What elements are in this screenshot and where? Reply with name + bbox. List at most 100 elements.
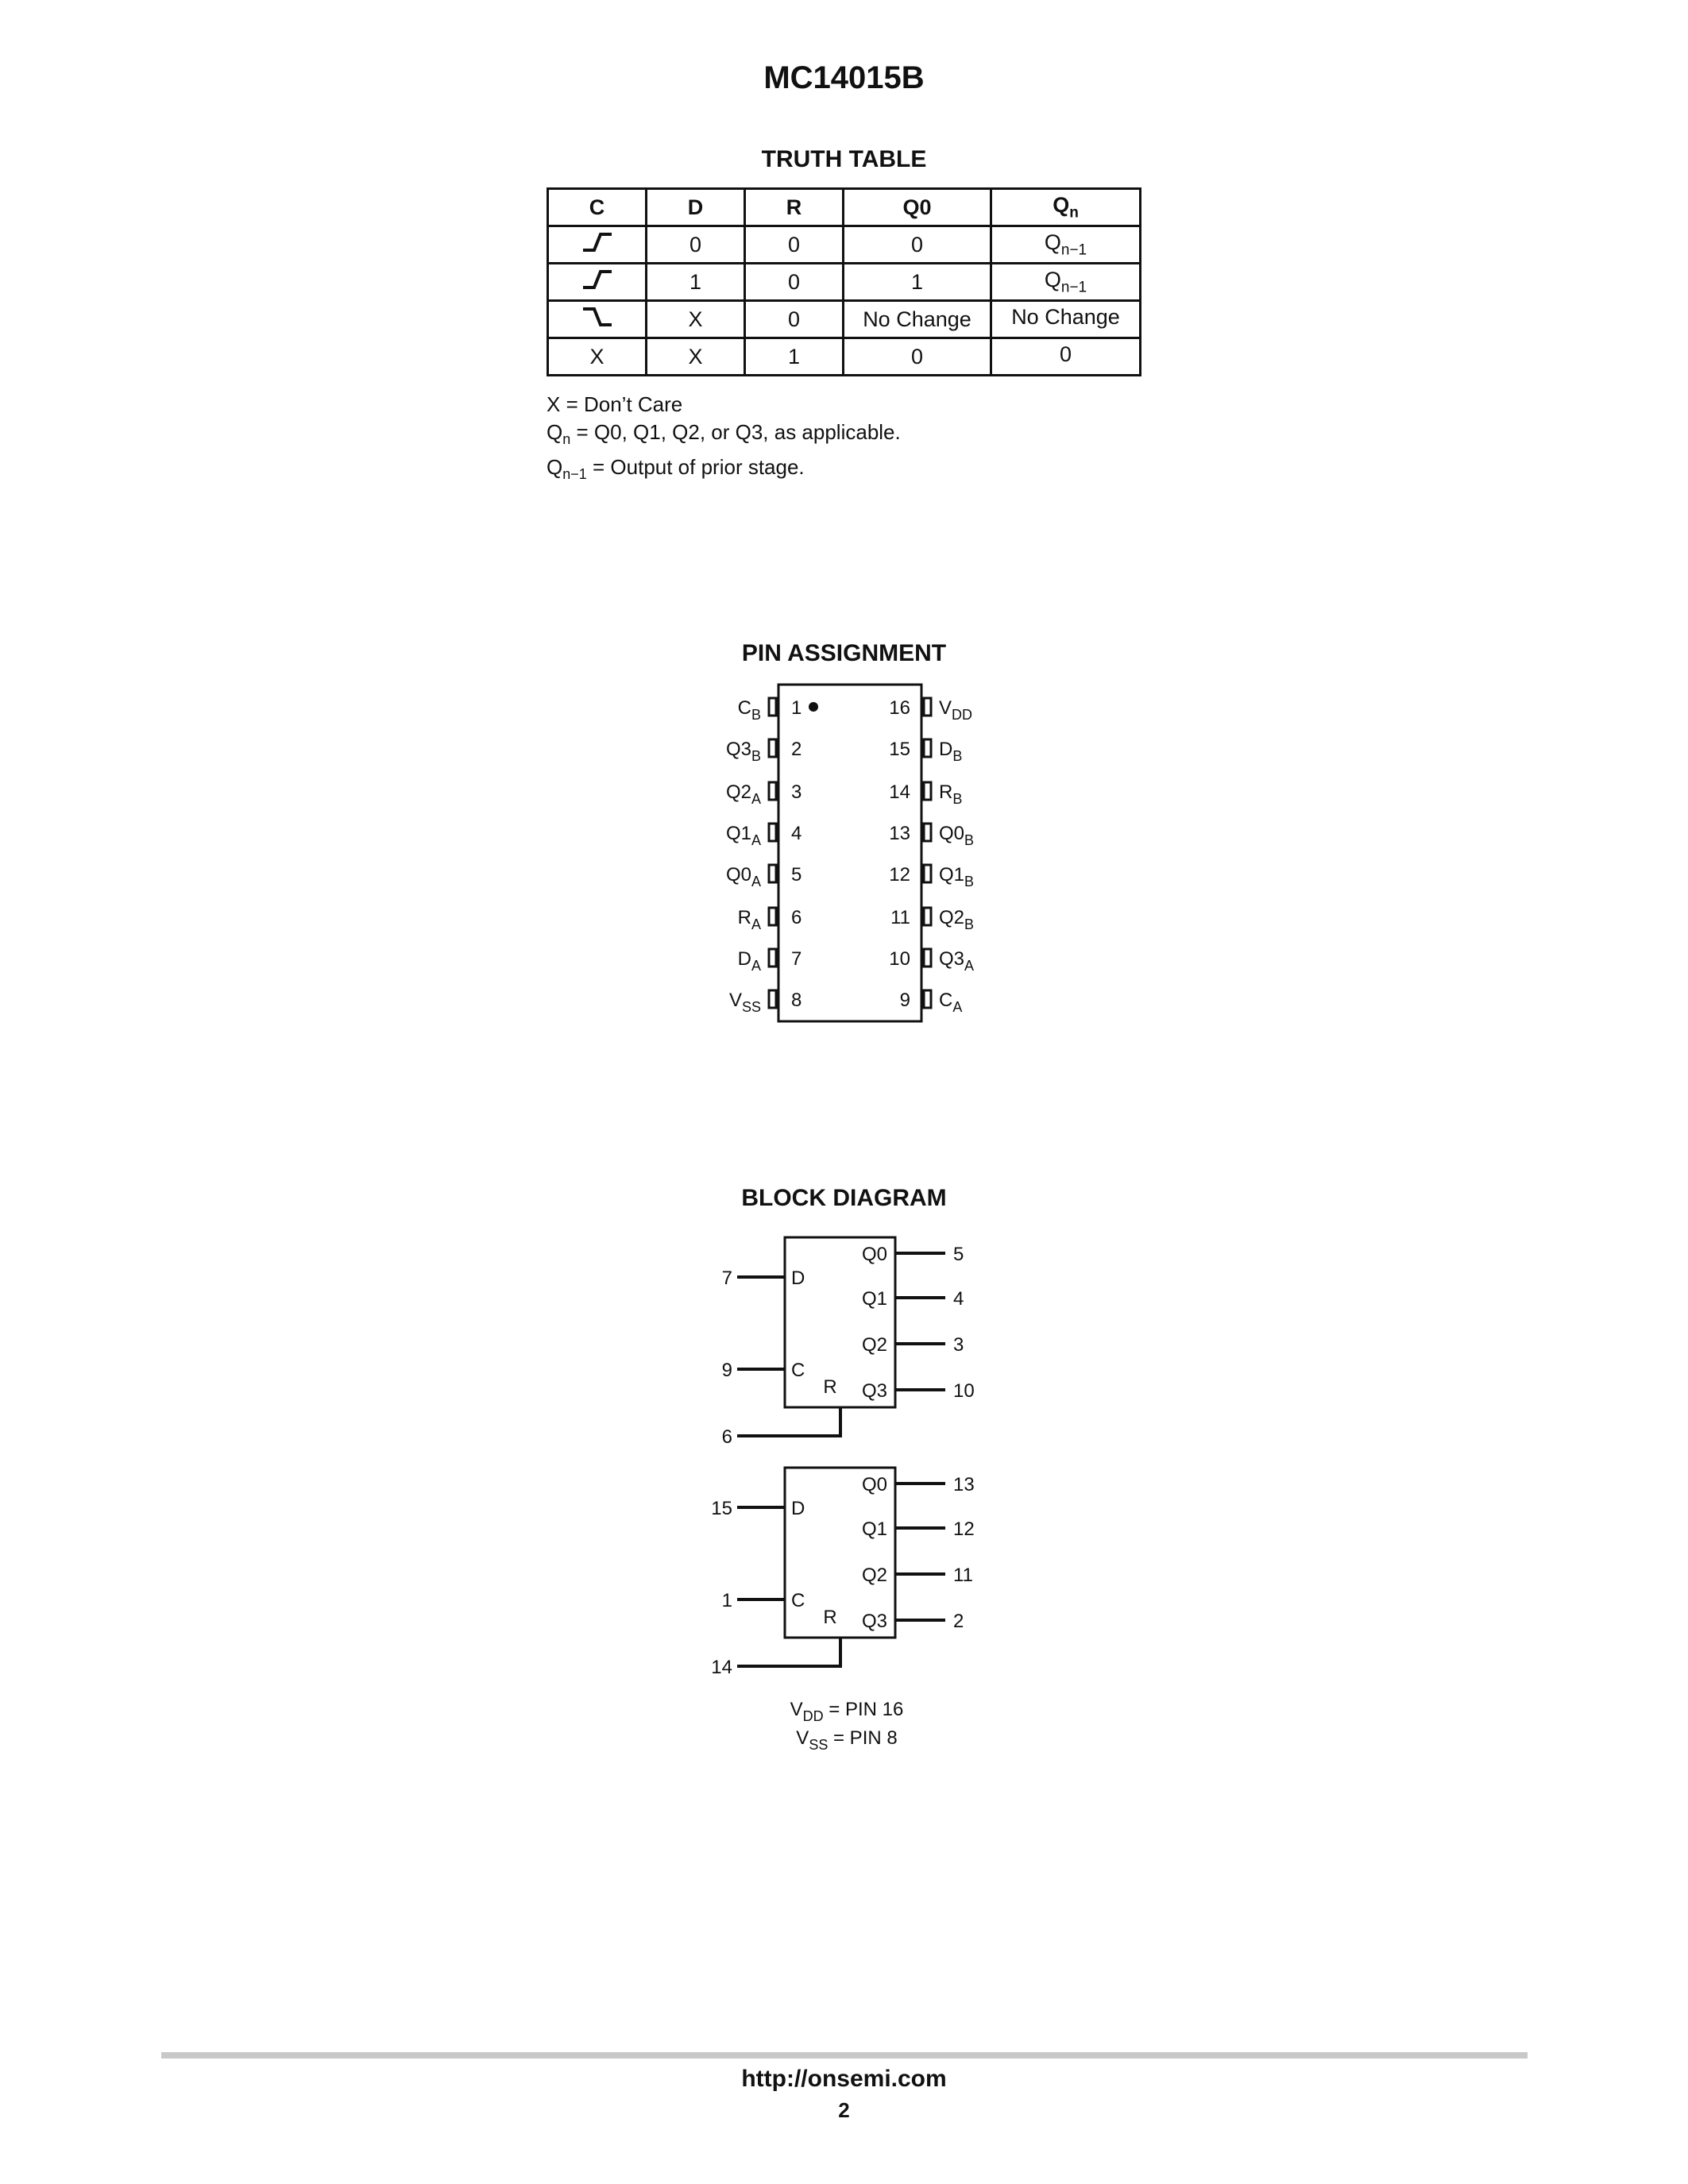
output-label: Q2: [862, 1565, 887, 1586]
qn-sub: n−1: [1060, 279, 1087, 296]
qn-header-base: Q: [1053, 192, 1070, 217]
pin-stub-right: [922, 822, 933, 843]
qn-base: 0: [1059, 341, 1072, 366]
pin-number-left: 5: [791, 864, 802, 886]
pin-stub-left: [767, 738, 778, 758]
table-row: 1 0 1 Qn−1: [547, 262, 1141, 302]
pin-stub-right: [922, 989, 933, 1009]
pin-number-right: 16: [889, 697, 910, 719]
note-text: Q: [547, 455, 563, 480]
pin-number-left: 2: [791, 739, 802, 760]
note-line: Qn = Q0, Q1, Q2, or Q3, as applicable.: [547, 419, 901, 453]
document-title: MC14015B: [763, 60, 925, 95]
table-cell-r: 0: [744, 262, 844, 302]
pin-name-left: Q3B: [726, 739, 761, 764]
pin-1-indicator-dot: [809, 702, 818, 712]
footer-divider: [161, 2052, 1528, 2059]
output-pin-number: 5: [953, 1244, 964, 1265]
pin-name-left: CB: [738, 697, 761, 723]
column-header-d: D: [645, 187, 746, 227]
table-cell-qn: 0: [990, 337, 1141, 376]
output-pin-number: 10: [953, 1380, 975, 1402]
output-pin-number: 4: [953, 1288, 964, 1310]
qn-sub: n−1: [1060, 241, 1087, 259]
pin-stub-left: [767, 989, 778, 1009]
pin-name-right: Q0B: [939, 823, 974, 848]
output-label: Q3: [862, 1380, 887, 1402]
table-row: 0 0 0 Qn−1: [547, 225, 1141, 264]
pin-name-left: VSS: [729, 990, 761, 1015]
truth-table-header-row: C D R Q0 Qn: [547, 187, 1141, 227]
reset-input-line: [737, 1638, 842, 1668]
pin-number-right: 14: [889, 781, 910, 803]
table-cell-d: 0: [645, 225, 746, 264]
qn-base: Q: [1044, 230, 1061, 254]
c-input-label: C: [791, 1360, 805, 1381]
pin-number-left: 8: [791, 990, 802, 1011]
output-pin-number: 11: [953, 1565, 973, 1586]
block-diagram-title: BLOCK DIAGRAM: [741, 1185, 947, 1211]
pin-number-right: 12: [889, 864, 910, 886]
table-cell-r: 0: [744, 225, 844, 264]
note-text: X = Don’t Care: [547, 392, 683, 416]
pin-stub-left: [767, 696, 778, 717]
qn-base: No Change: [1011, 304, 1120, 329]
pin-number-right: 11: [890, 907, 910, 928]
table-cell-qn: Qn−1: [990, 262, 1141, 302]
pin-name-right: VDD: [939, 697, 972, 723]
output-pin-number: 2: [953, 1611, 964, 1632]
pin-number-right: 15: [889, 739, 910, 760]
pin-stub-right: [922, 947, 933, 968]
truth-table-notes: X = Don’t Care Qn = Q0, Q1, Q2, or Q3, a…: [547, 391, 901, 488]
table-cell-c: [547, 262, 647, 302]
table-row: X 0 No Change No Change: [547, 299, 1141, 339]
output-label: Q0: [862, 1244, 887, 1265]
r-pin-number: 14: [711, 1657, 732, 1678]
pin-name-left: Q1A: [726, 823, 761, 848]
pin-stub-right: [922, 696, 933, 717]
note-text: = Q0, Q1, Q2, or Q3, as applicable.: [570, 420, 901, 444]
power-note: VDD = PIN 16: [790, 1699, 904, 1724]
column-header-qn: Qn: [990, 187, 1141, 227]
pin-number-left: 4: [791, 823, 802, 844]
output-pin-number: 12: [953, 1518, 975, 1540]
pin-number-left: 3: [791, 781, 802, 803]
table-cell-qn: No Change: [990, 299, 1141, 339]
pin-number-right: 9: [900, 990, 910, 1011]
d-pin-number: 15: [711, 1498, 732, 1519]
pin-name-right: CA: [939, 990, 962, 1015]
column-header-q0: Q0: [842, 187, 992, 227]
reset-input-line: [737, 1407, 842, 1437]
output-label: Q1: [862, 1288, 887, 1310]
table-cell-c: X: [547, 337, 647, 376]
table-cell-r: 1: [744, 337, 844, 376]
table-cell-q0: 1: [842, 262, 992, 302]
table-cell-qn: Qn−1: [990, 225, 1141, 264]
pin-name-left: Q2A: [726, 781, 761, 807]
pin-stub-right: [922, 863, 933, 884]
table-cell-q0: 0: [842, 225, 992, 264]
d-input-label: D: [791, 1498, 805, 1519]
pin-stub-left: [767, 947, 778, 968]
r-pin-number: 6: [722, 1426, 732, 1448]
output-pin-number: 13: [953, 1474, 975, 1495]
pin-name-right: RB: [939, 781, 962, 807]
pin-number-left: 7: [791, 948, 802, 970]
pin-name-right: DB: [939, 739, 962, 764]
pin-name-left: DA: [738, 948, 761, 974]
pin-name-left: Q0A: [726, 864, 761, 889]
note-line: Qn−1 = Output of prior stage.: [547, 453, 901, 488]
r-input-label: R: [823, 1376, 836, 1398]
output-label: Q0: [862, 1474, 887, 1495]
r-input-label: R: [823, 1607, 836, 1628]
pin-stub-right: [922, 781, 933, 801]
table-cell-q0: No Change: [842, 299, 992, 339]
note-text: = Output of prior stage.: [586, 455, 805, 480]
table-cell-c: [547, 225, 647, 264]
power-note: VSS = PIN 8: [796, 1727, 897, 1753]
falling-edge-icon: [582, 307, 612, 326]
c-pin-number: 9: [722, 1360, 732, 1381]
column-header-r: R: [744, 187, 844, 227]
output-label: Q1: [862, 1518, 887, 1540]
